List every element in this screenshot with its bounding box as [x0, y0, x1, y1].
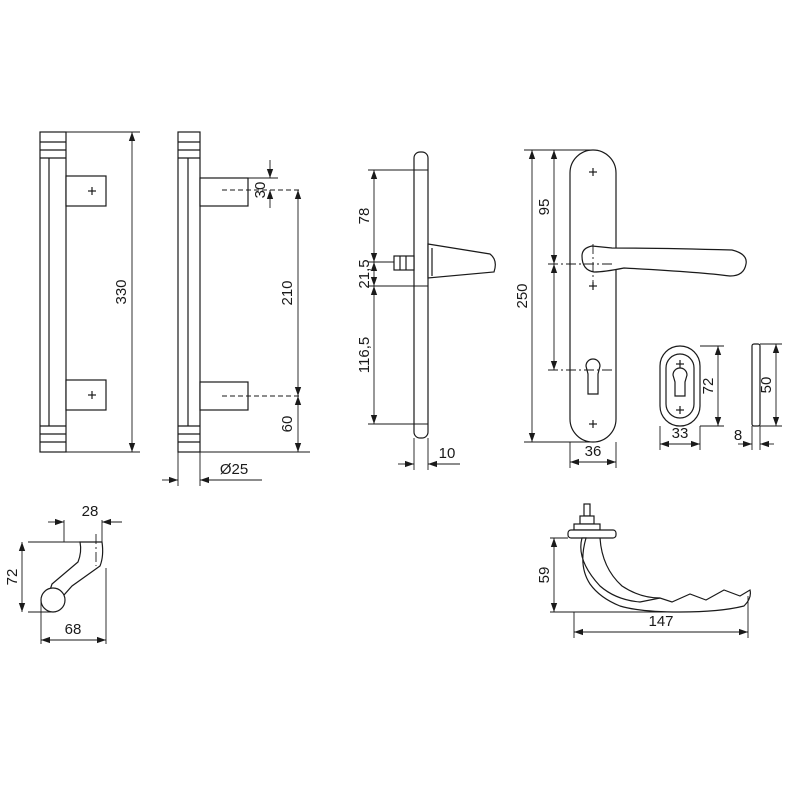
dim-escutcheon-width: 33 — [659, 425, 701, 450]
dim-lever-height: 59 — [536, 538, 558, 612]
dim-text-mount-spacing: 210 — [279, 280, 296, 305]
dim-knob-top-width: 28 — [48, 503, 122, 526]
dim-text-escutcheon-width: 33 — [672, 425, 689, 442]
dim-text-knob-top-width: 28 — [82, 503, 99, 520]
dim-text-lever-height: 59 — [536, 567, 553, 584]
side-plate-view — [368, 151, 496, 439]
dim-front-lever-offset: 95 — [536, 150, 558, 264]
dim-knob-width: 68 — [41, 621, 106, 644]
dim-escutcheon-height: 72 — [700, 346, 722, 426]
dim-text-side-thickness: 10 — [439, 445, 456, 462]
dim-text-escutcheon-side-height: 50 — [758, 377, 775, 394]
knob-lever-profile — [28, 520, 107, 644]
dim-handle-length: 330 — [66, 131, 140, 453]
dim-text-front-width: 36 — [585, 443, 602, 460]
dim-side-thickness: 10 — [398, 438, 460, 470]
dim-front-height: 250 — [514, 150, 536, 442]
dim-text-diameter: Ø25 — [220, 461, 248, 478]
dim-knob-height: 72 — [4, 542, 26, 612]
dim-text-escutcheon-side-thickness: 8 — [734, 427, 742, 444]
front-plate-view — [524, 149, 747, 443]
dim-mount-bottom: 60 — [279, 396, 302, 452]
escutcheon-side-view: 50 8 — [734, 343, 782, 450]
pull-handle-side-view — [177, 131, 310, 453]
dim-side-top: 78 — [356, 170, 378, 262]
dim-text-length: 330 — [113, 279, 130, 304]
dim-text-knob-height: 72 — [4, 569, 21, 586]
dim-text-mount-bottom: 60 — [279, 416, 296, 433]
pull-handle-front-view — [39, 131, 107, 453]
dim-text-knob-width: 68 — [65, 621, 82, 638]
dim-text-side-square: 21,5 — [356, 259, 373, 288]
dim-text-mount-top: 30 — [252, 182, 269, 199]
dim-front-width: 36 — [569, 442, 617, 468]
dim-mount-spacing: 210 — [279, 190, 302, 396]
dim-text-side-lower: 116,5 — [356, 337, 373, 373]
dim-text-front-lever-offset: 95 — [536, 199, 553, 216]
dim-diameter: Ø25 — [162, 452, 262, 486]
dim-text-lever-length: 147 — [648, 613, 673, 630]
dim-text-escutcheon-height: 72 — [700, 378, 717, 395]
dim-mount-top: 30 — [252, 160, 274, 208]
dim-text-side-top: 78 — [356, 208, 373, 225]
dim-side-lower: 116,5 — [356, 286, 378, 424]
dim-text-front-height: 250 — [514, 283, 531, 308]
dim-lever-length: 147 — [574, 613, 748, 636]
escutcheon-front-view — [659, 345, 724, 427]
dim-side-square: 21,5 — [356, 259, 378, 289]
